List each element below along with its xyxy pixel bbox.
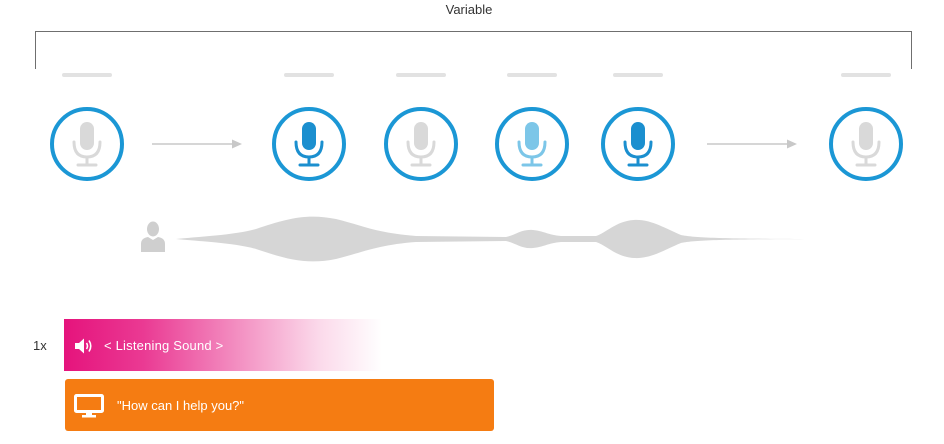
- segment-dash: [284, 73, 334, 77]
- arrow-right-icon: [152, 139, 242, 149]
- variable-span-bracket: [35, 31, 912, 69]
- audio-waveform: [176, 216, 848, 262]
- prompt-action: [65, 379, 494, 431]
- segment-dash: [507, 73, 557, 77]
- mic-button-1: [50, 107, 124, 181]
- segment-dash: [613, 73, 663, 77]
- repeat-count-label: 1x: [33, 338, 47, 353]
- segment-dash: [841, 73, 891, 77]
- mic-button-2: [272, 107, 346, 181]
- microphone-icon: [851, 122, 881, 167]
- microphone-icon: [623, 122, 653, 167]
- speaker-icon: [75, 338, 92, 354]
- mic-button-4: [495, 107, 569, 181]
- listening-sound-action: [64, 319, 382, 371]
- arrow-right-icon: [707, 139, 797, 149]
- microphone-icon: [406, 122, 436, 167]
- prompt-text: "How can I help you?": [117, 398, 245, 413]
- listening-sound-text: < Listening Sound >: [104, 338, 224, 353]
- microphone-icon: [294, 122, 324, 167]
- segment-dash: [396, 73, 446, 77]
- variable-label: Variable: [445, 2, 493, 17]
- segment-dash: [62, 73, 112, 77]
- mic-button-3: [384, 107, 458, 181]
- screen-icon: [74, 394, 104, 418]
- user-icon: [141, 221, 165, 252]
- mic-button-6: [829, 107, 903, 181]
- microphone-icon: [72, 122, 102, 167]
- microphone-icon: [517, 122, 547, 167]
- mic-button-5: [601, 107, 675, 181]
